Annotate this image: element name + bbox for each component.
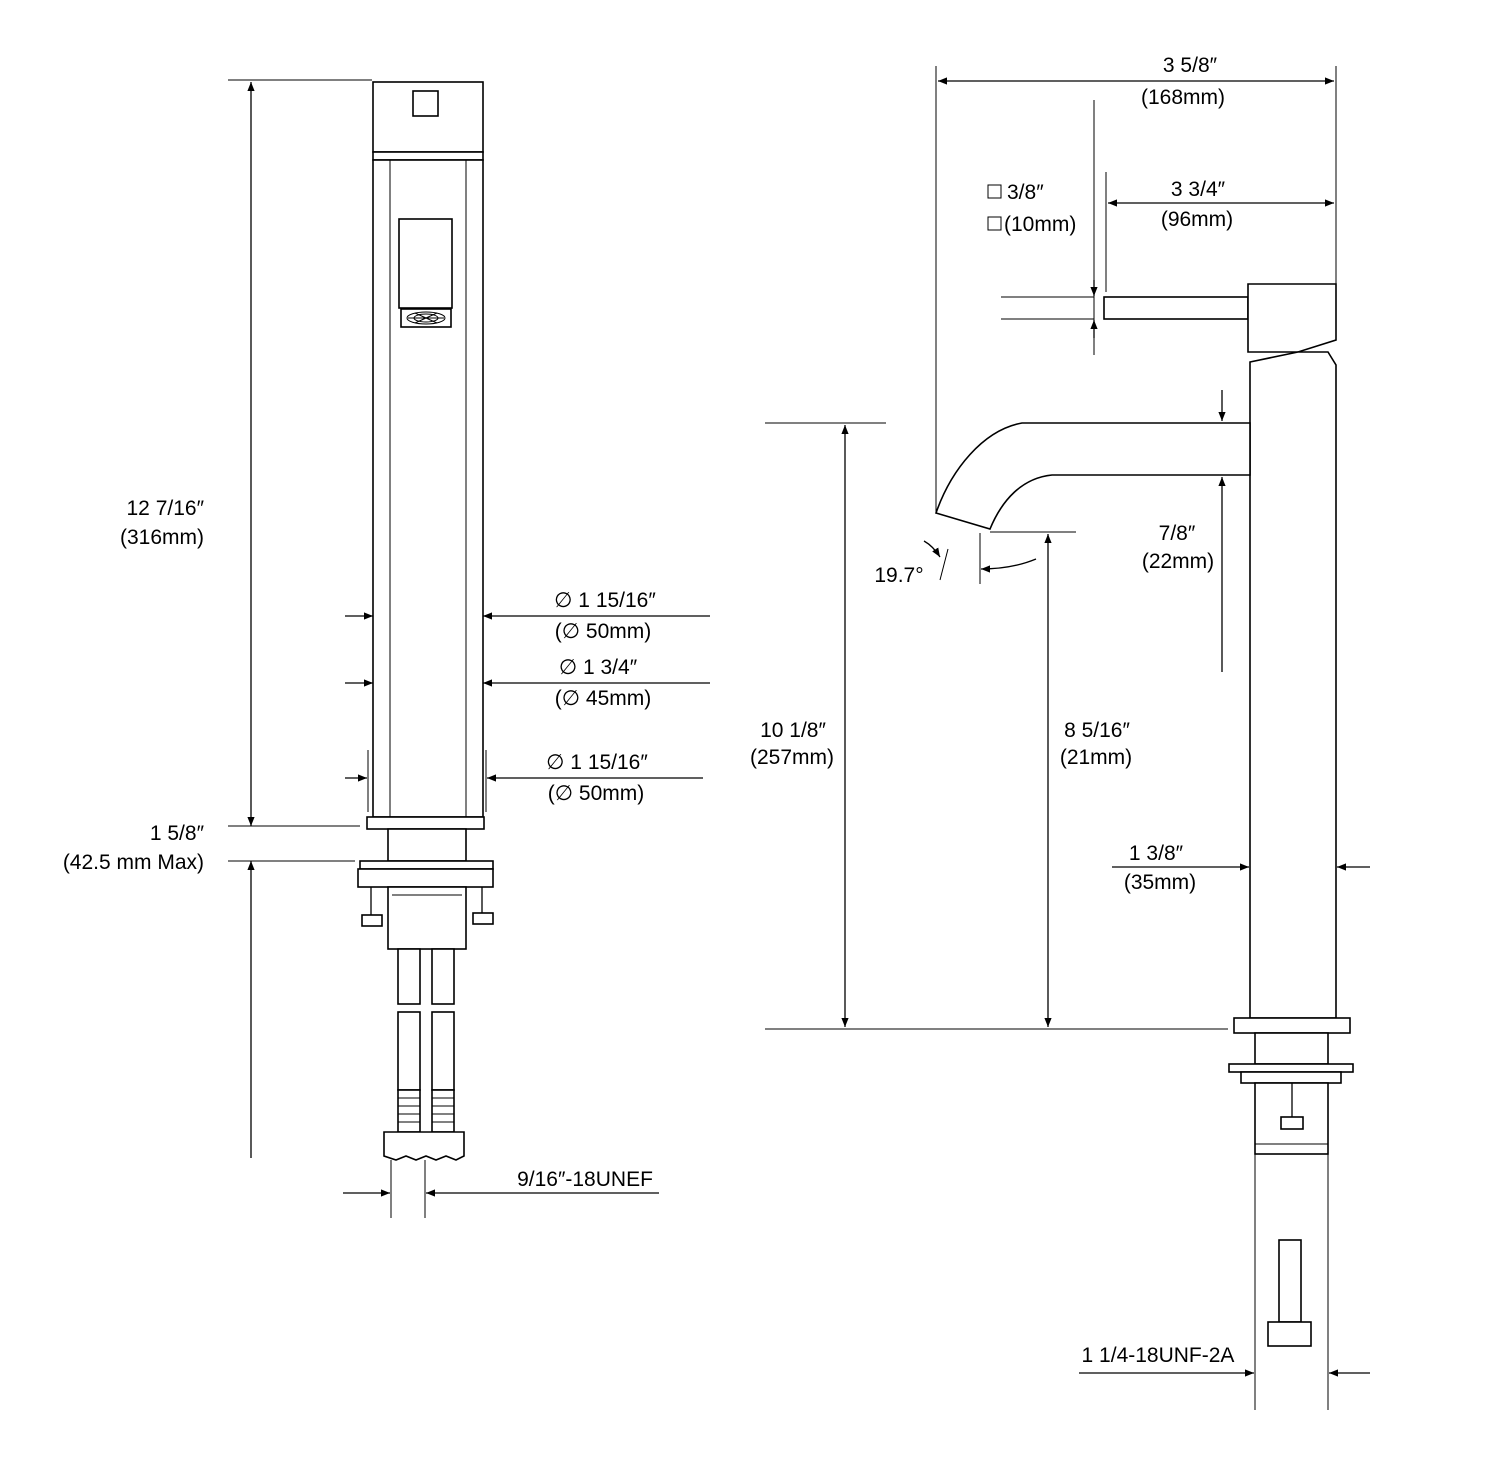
side-view: 3 5/8″ (168mm) 3/8″ (10mm) 3 3/4″ (96mm)… (750, 54, 1370, 1410)
front-view: 12 7/16″ (316mm) 1 5/8″ (42.5 mm Max) ∅ … (63, 79, 710, 1218)
overall-reach-metric: (168mm) (1141, 86, 1225, 109)
square-symbol-icon (987, 216, 1002, 231)
supply-thread-label: 9/16″-18UNEF (517, 1168, 653, 1191)
overall-height-metric: (316mm) (120, 526, 204, 549)
overall-height-dimension: 12 7/16″ (316mm) 1 5/8″ (42.5 mm Max) (63, 79, 372, 1158)
spout-height-metric: (257mm) (750, 746, 834, 769)
handle-length-imperial: 3 3/4″ (1171, 178, 1226, 201)
spout (934, 422, 1251, 530)
overall-reach-imperial: 3 5/8″ (1163, 54, 1218, 77)
body-width-imperial: 1 3/8″ (1129, 842, 1184, 865)
upper-diameter-metric: (∅ 50mm) (555, 620, 651, 643)
handle-length-metric: (96mm) (1161, 208, 1233, 231)
body-width-dimension: 1 3/8″ (35mm) (1112, 842, 1370, 894)
mounting-assembly-front (357, 816, 494, 950)
handle-length-dimension: 3 3/4″ (96mm) (1105, 172, 1334, 292)
mid-diameter-imperial: ∅ 1 3/4″ (559, 656, 638, 679)
handle-square-dimension: 3/8″ (10mm) (987, 100, 1098, 355)
body-width-metric: (35mm) (1124, 871, 1196, 894)
base-diameter-imperial: ∅ 1 15/16″ (546, 751, 648, 774)
deck-thickness-metric: (42.5 mm Max) (63, 851, 204, 874)
aerator-height-metric: (21mm) (1060, 746, 1132, 769)
sensor-window (398, 218, 453, 328)
square-symbol-icon (987, 184, 1002, 199)
deck-thickness-imperial: 1 5/8″ (150, 822, 205, 845)
aerator-height-dimension: 8 5/16″ (21mm) (990, 531, 1132, 1027)
overall-height-imperial: 12 7/16″ (127, 497, 205, 520)
spout-angle-label: 19.7° (874, 564, 923, 587)
spout-angle-dimension: 19.7° (874, 533, 1037, 587)
supply-hoses (383, 948, 465, 1161)
spout-height-dimension: 10 1/8″ (257mm) (750, 422, 1228, 1030)
spout-tube-imperial: 7/8″ (1159, 522, 1196, 545)
aerator-height-imperial: 8 5/16″ (1064, 719, 1130, 742)
upper-diameter-imperial: ∅ 1 15/16″ (554, 589, 656, 612)
handle-square-metric: (10mm) (1004, 213, 1076, 236)
base-diameter-metric: (∅ 50mm) (548, 782, 644, 805)
handle-indicator-icon (412, 90, 439, 117)
overall-reach-dimension: 3 5/8″ (168mm) (935, 54, 1337, 513)
handle-lever (1001, 283, 1337, 353)
spout-tube-metric: (22mm) (1142, 550, 1214, 573)
handle-square-imperial: 3/8″ (1007, 181, 1044, 204)
supply-thread-dimension: 9/16″-18UNEF (343, 1160, 659, 1218)
faucet-body-side (1249, 351, 1337, 1019)
mid-diameter-metric: (∅ 45mm) (555, 687, 651, 710)
spout-tube-dimension: 7/8″ (22mm) (1142, 390, 1226, 672)
base-diameter-dimension: ∅ 1 15/16″ (∅ 50mm) (345, 750, 703, 812)
shank-thread-label: 1 1/4-18UNF-2A (1082, 1344, 1235, 1367)
mid-diameter-dimension: ∅ 1 3/4″ (∅ 45mm) (345, 656, 710, 710)
spout-height-imperial: 10 1/8″ (760, 719, 826, 742)
upper-diameter-dimension: ∅ 1 15/16″ (∅ 50mm) (345, 589, 710, 643)
mounting-assembly-side (1228, 1017, 1354, 1410)
shank-thread-dimension: 1 1/4-18UNF-2A (1079, 1344, 1370, 1377)
